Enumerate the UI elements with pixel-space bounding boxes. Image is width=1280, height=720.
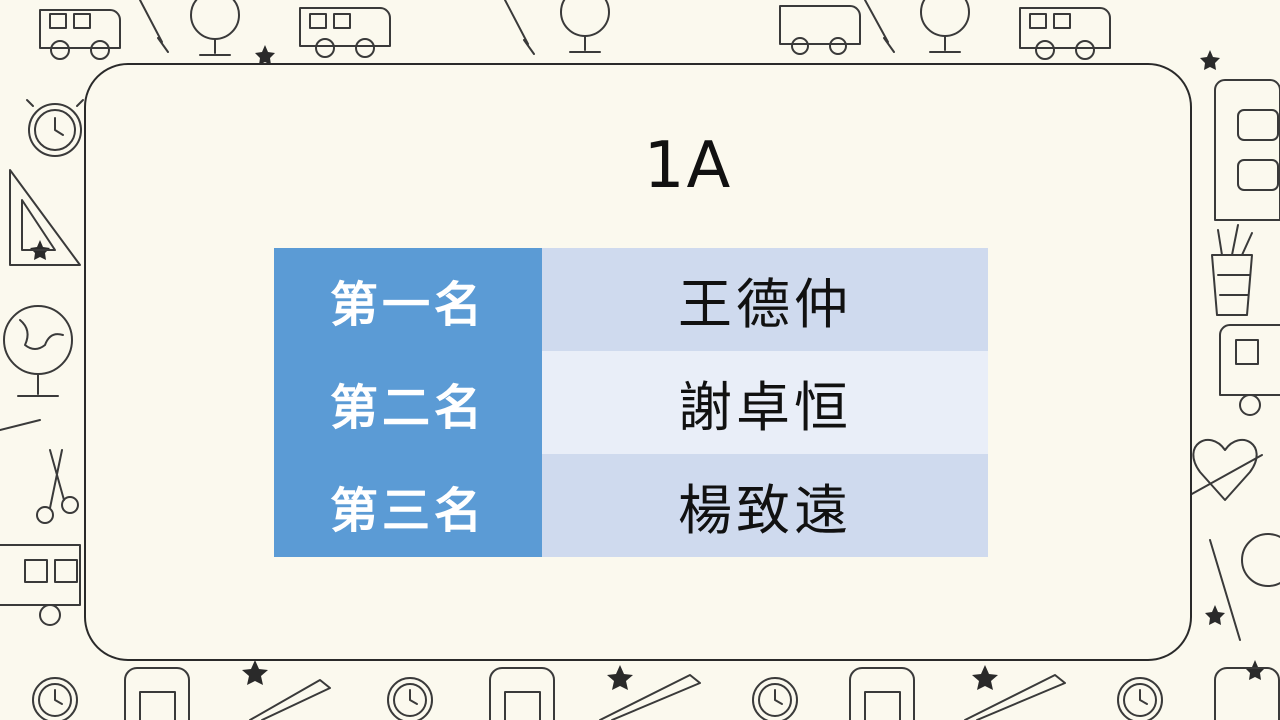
student-name: 謝卓恒	[542, 351, 988, 454]
table-row: 第二名 謝卓恒	[274, 351, 988, 454]
alarm-clock-icon	[32, 677, 78, 720]
backpack-icon	[1214, 79, 1280, 221]
alarm-clock-icon	[387, 677, 433, 720]
globe-icon	[920, 0, 970, 53]
rank-label: 第一名	[274, 248, 542, 351]
student-name: 楊致遠	[542, 454, 988, 557]
school-bus-icon	[39, 9, 121, 60]
pencil-icon	[249, 679, 331, 720]
globe-icon	[190, 0, 240, 56]
student-name: 王德仲	[542, 248, 988, 351]
star-icon	[30, 45, 1265, 690]
paintbrush-icon	[864, 0, 895, 53]
backpack-icon	[1214, 667, 1280, 720]
table-row: 第一名 王德仲	[274, 248, 988, 351]
school-bus-icon	[779, 5, 861, 55]
paintbrush-icon	[139, 0, 169, 53]
school-bus-icon	[1019, 7, 1111, 60]
backpack-icon	[124, 667, 190, 720]
alarm-clock-icon	[1117, 677, 1163, 720]
backpack-icon	[849, 667, 915, 720]
rank-label: 第二名	[274, 351, 542, 454]
ruler-triangle-icon	[9, 169, 81, 266]
class-title: 1A	[643, 129, 733, 203]
pencil-cup-icon	[1211, 224, 1253, 316]
table-row: 第三名 楊致遠	[274, 454, 988, 557]
alarm-clock-icon	[26, 99, 84, 157]
globe-icon	[560, 0, 610, 53]
paintbrush-icon	[504, 0, 535, 55]
alarm-clock-icon	[752, 677, 798, 720]
globe-icon	[1241, 533, 1280, 587]
school-bus-icon	[299, 7, 391, 58]
pencil-icon	[599, 674, 701, 720]
rank-label: 第三名	[274, 454, 542, 557]
ranking-table: 第一名 王德仲 第二名 謝卓恒 第三名 楊致遠	[274, 248, 988, 557]
backpack-icon	[489, 667, 555, 720]
school-bus-icon	[0, 544, 81, 626]
pencil-icon	[0, 419, 41, 431]
scissors-icon	[36, 449, 79, 524]
pencil-icon	[964, 674, 1066, 720]
school-bus-icon	[1219, 324, 1280, 416]
heart-icon	[1189, 438, 1263, 501]
globe-icon	[3, 305, 73, 397]
paintbrush-icon	[1209, 539, 1241, 641]
